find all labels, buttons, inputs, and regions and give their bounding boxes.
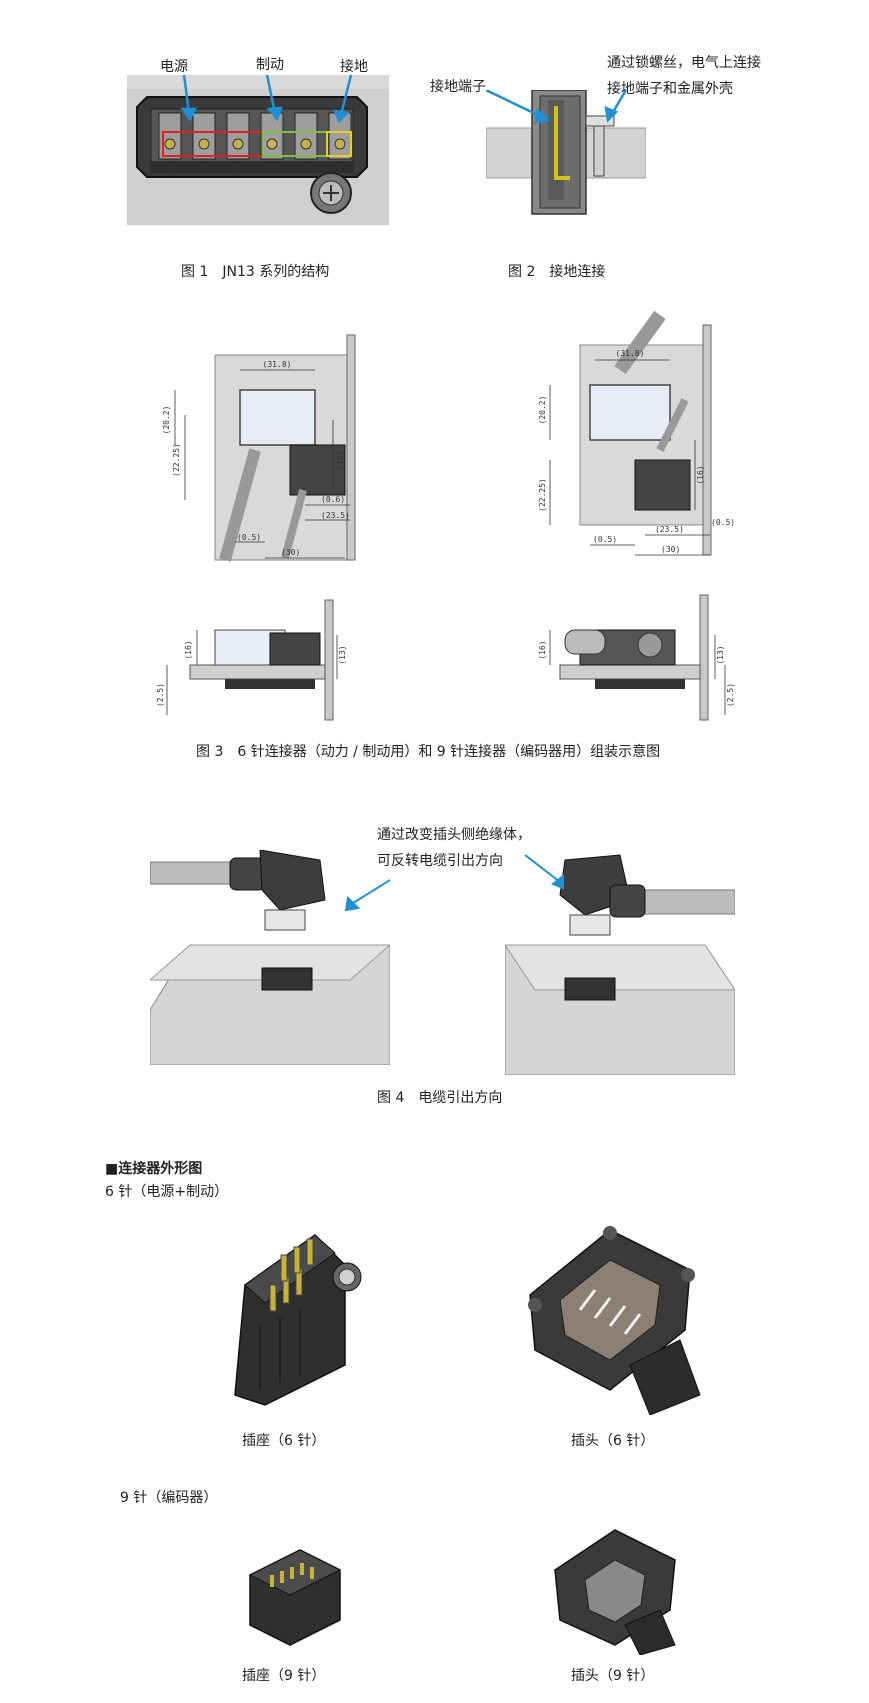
dim-label: (31.8)	[263, 360, 292, 369]
fig3-left-top-drawing: (31.8) (20.2) (22.25) (0.6) (23.5) (30) …	[162, 334, 356, 562]
six-pin-label: 6 针（电源+制动）	[105, 1184, 229, 1200]
dim-label: (22.25)	[538, 478, 547, 512]
fig1-pin-numbers: 6 5 4 3 2 1	[168, 164, 343, 173]
dim-label: (13)	[338, 645, 347, 664]
fig2-note-line1: 通过锁螺丝，电气上连接	[607, 55, 761, 71]
dim-label: (20.2)	[538, 396, 547, 425]
nine-pin-socket-caption: 插座（9 针）	[242, 1668, 326, 1684]
fig4-left-drawing	[150, 850, 390, 1065]
dim-label: (30)	[281, 548, 300, 557]
nine-pin-socket-image	[248, 1549, 342, 1646]
dim-label: (22.25)	[172, 443, 181, 477]
fig2-caption: 图 2 接地连接	[508, 264, 606, 280]
dim-label: (16)	[696, 465, 705, 484]
pin-number: 5	[202, 164, 207, 173]
dim-label: (16)	[184, 640, 193, 659]
six-pin-plug-caption: 插头（6 针）	[571, 1433, 655, 1449]
fig3-left-side-drawing: (16) (13) (2.5)	[156, 599, 347, 721]
six-pin-socket-caption: 插座（6 针）	[242, 1433, 326, 1449]
dim-label: (13)	[716, 645, 725, 664]
fig4-right-drawing	[505, 854, 735, 1075]
pin-number: 6	[168, 164, 173, 173]
pin-number: 3	[270, 164, 275, 173]
dim-label: (31.8)	[616, 349, 645, 358]
six-pin-plug-image	[528, 1226, 701, 1415]
dim-label: (0.6)	[321, 495, 345, 504]
dim-label: (23.5)	[655, 525, 684, 534]
dim-label: (16)	[336, 450, 345, 469]
section-title: ■连接器外形图	[105, 1161, 203, 1177]
dim-label: (0.5)	[593, 535, 617, 544]
dim-label: (0.5)	[711, 518, 735, 527]
nine-pin-plug-image	[554, 1529, 676, 1655]
pin-number: 2	[304, 164, 309, 173]
dim-label: (20.2)	[162, 406, 171, 435]
fig3-right-top-drawing: (31.8) (20.2) (22.25) (16) (0.5) (23.5) …	[538, 310, 735, 556]
dim-label: (0.5)	[237, 533, 261, 542]
fig1-connector-drawing	[127, 75, 389, 225]
fig1-caption: 图 1 JN13 系列的结构	[181, 264, 330, 280]
fig1-label-brake: 制动	[256, 57, 284, 73]
pin-number: 4	[236, 164, 241, 173]
fig4-caption: 图 4 电缆引出方向	[377, 1090, 503, 1106]
nine-pin-plug-caption: 插头（9 针）	[571, 1668, 655, 1684]
dim-label: (30)	[661, 545, 680, 554]
fig2-note-line2: 接地端子和金属外壳	[607, 81, 733, 97]
six-pin-socket-image	[234, 1234, 362, 1406]
pin-number: 1	[338, 164, 343, 173]
nine-pin-label: 9 针（编码器）	[120, 1490, 218, 1506]
fig4-note-line1: 通过改变插头侧绝缘体，	[377, 827, 531, 843]
fig1-label-power: 电源	[160, 59, 188, 75]
fig2-ground-drawing	[486, 90, 646, 215]
fig3-right-side-drawing: (16) (13) (2.5)	[538, 594, 735, 721]
dim-label: (23.5)	[321, 511, 350, 520]
dim-label: (2.5)	[156, 683, 165, 707]
dim-label: (16)	[538, 640, 547, 659]
fig3-caption: 图 3 6 针连接器（动力 / 制动用）和 9 针连接器（编码器用）组装示意图	[196, 744, 661, 760]
fig1-label-ground: 接地	[340, 59, 368, 75]
fig2-label-terminal: 接地端子	[430, 79, 486, 95]
dim-label: (2.5)	[726, 683, 735, 707]
fig4-note-line2: 可反转电缆引出方向	[377, 853, 503, 869]
